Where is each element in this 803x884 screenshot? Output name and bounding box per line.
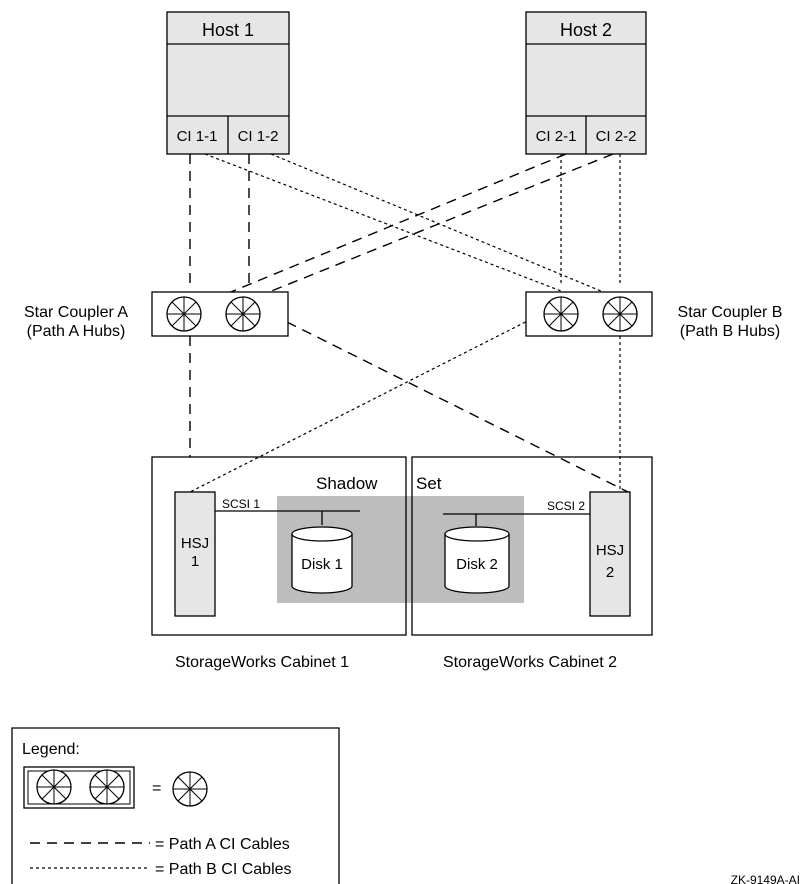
path-a-cables [189,153,629,493]
hsj-2-label-1: HSJ [596,542,624,559]
cabinet-1-box [151,456,407,636]
disk-1-label: Disk 1 [301,556,343,573]
disk-2-label: Disk 2 [456,556,498,573]
host-2: Host 2 CI 2-1 CI 2-2 [525,11,647,155]
legend-hub-single-icon [172,771,208,807]
legend-path-a-label: = Path A CI Cables [155,836,290,853]
star-coupler-a-label-1: Star Coupler A [24,304,128,321]
host-1-port-2: CI 1-2 [238,128,279,145]
shadow-set-label-2: Set [416,474,442,493]
star-coupler-a [151,291,289,337]
legend-title: Legend: [22,741,80,758]
star-coupler-b-label-2: (Path B Hubs) [680,323,780,340]
figure-id: ZK-9149A-AI [731,873,800,884]
star-coupler-b-label-1: Star Coupler B [678,304,783,321]
shadow-set-label-1: Shadow [316,474,378,493]
host-1: Host 1 CI 1-1 CI 1-2 [166,11,290,155]
star-coupler-b [525,291,653,337]
hub-b1-icon [543,296,579,332]
hub-b2-icon [602,296,638,332]
legend-equals: = [152,780,161,797]
host-1-title: Host 1 [202,20,254,40]
legend-path-b-label: = Path B CI Cables [155,861,292,878]
host-1-port-1: CI 1-1 [177,128,218,145]
host-2-port-2: CI 2-2 [596,128,637,145]
legend-hub-2-icon [89,769,125,805]
legend-hub-1-icon [36,769,72,805]
hub-a1-icon [166,296,202,332]
hsj-1-label-1: HSJ [181,535,209,552]
path-b-cables [189,153,638,493]
hsj-1: HSJ 1 [174,491,216,617]
disk-1-icon: Disk 1 [291,526,353,594]
scsi-1-label: SCSI 1 [222,497,260,511]
cabinet-1-label: StorageWorks Cabinet 1 [175,654,349,671]
cabinet-2-label: StorageWorks Cabinet 2 [443,654,617,671]
host-2-title: Host 2 [560,20,612,40]
hsj-2-label-2: 2 [606,564,614,581]
scsi-2-label: SCSI 2 [547,499,585,513]
hsj-1-label-2: 1 [191,553,199,570]
hsj-2: HSJ 2 [589,491,631,617]
legend: Legend: = = Path A CI Cables = Path B CI… [11,727,340,884]
hub-a2-icon [225,296,261,332]
host-2-port-1: CI 2-1 [536,128,577,145]
cabinet-2-box [411,456,653,636]
disk-2-icon: Disk 2 [444,526,510,594]
star-coupler-a-label-2: (Path A Hubs) [27,323,126,340]
